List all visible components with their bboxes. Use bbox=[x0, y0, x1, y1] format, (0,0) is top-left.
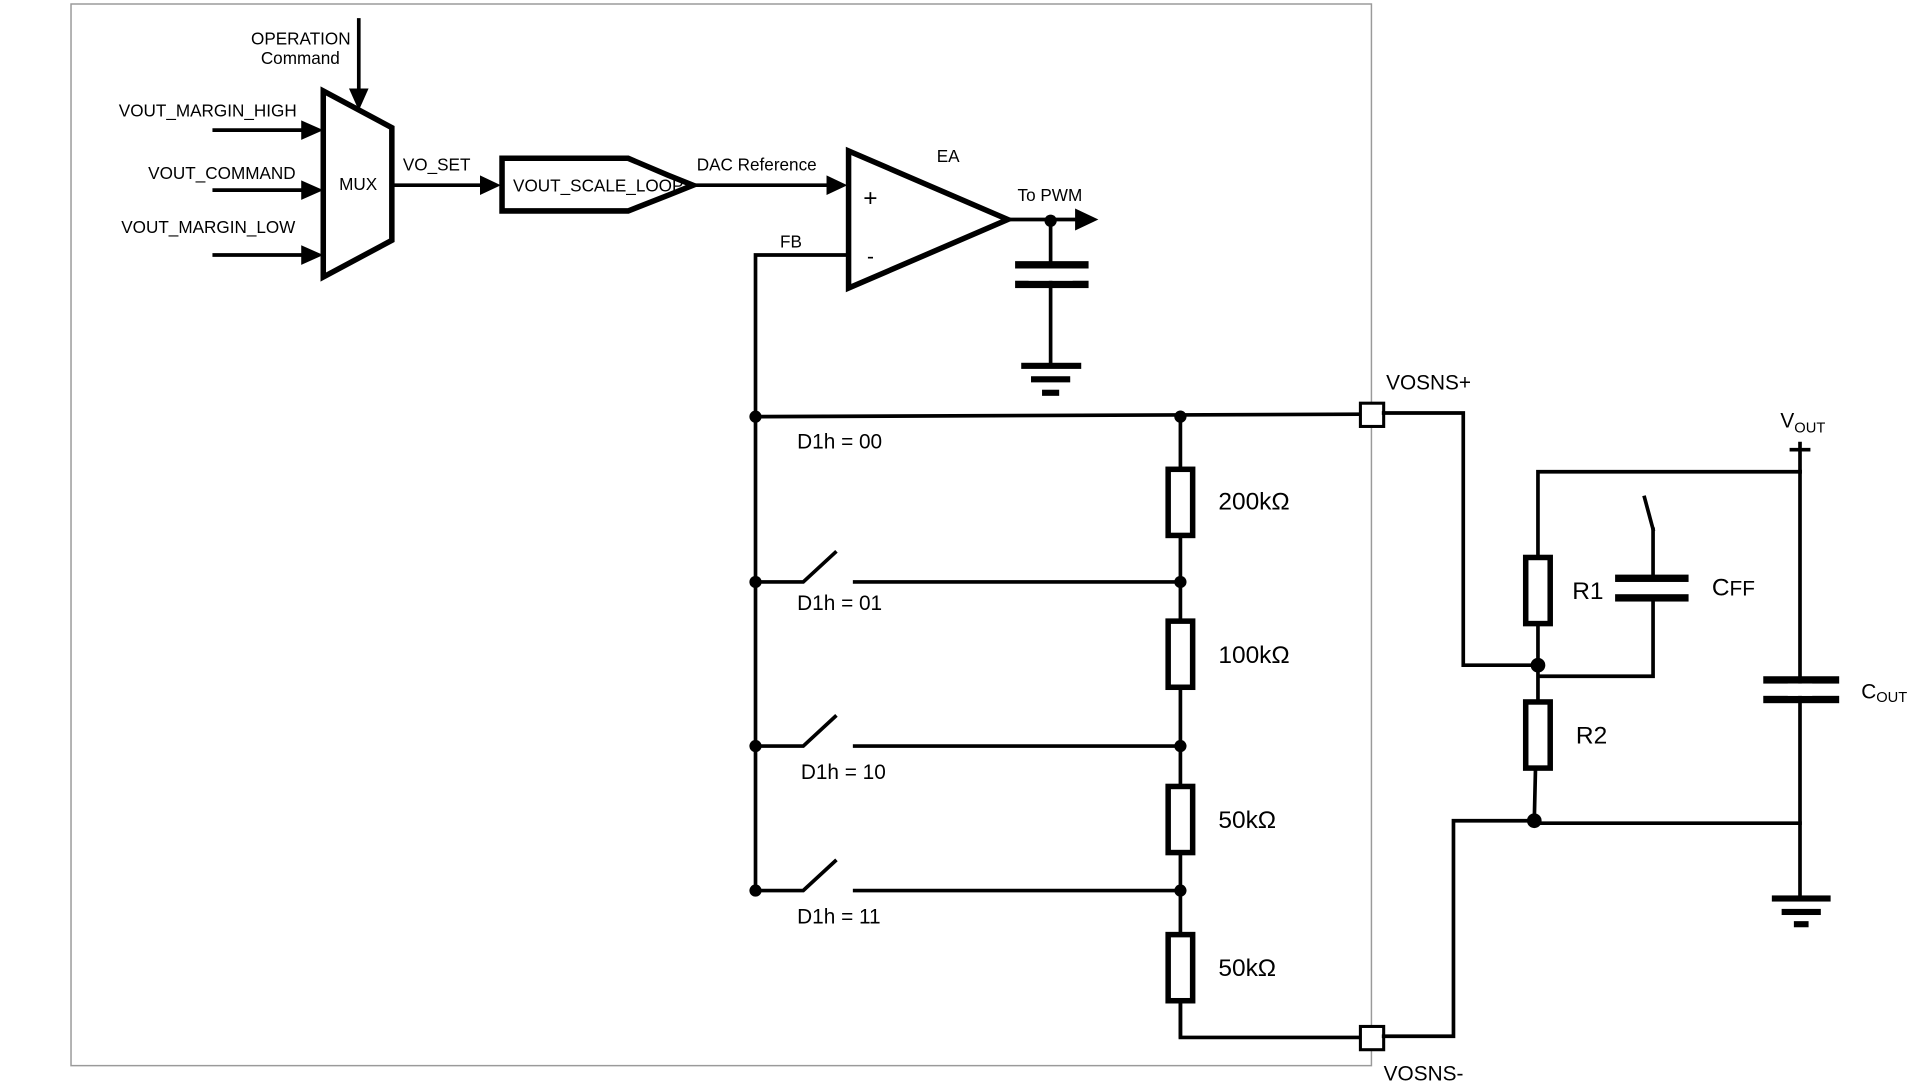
junction-dot bbox=[1174, 884, 1187, 897]
resistor-50k-a bbox=[1165, 783, 1196, 856]
junction-dot bbox=[1526, 813, 1542, 829]
dac-reference-arrow-icon bbox=[826, 175, 848, 196]
ic-boundary bbox=[70, 3, 1373, 1067]
r1-label: R1 bbox=[1572, 578, 1603, 605]
vosns-minus-pin bbox=[1358, 1024, 1386, 1052]
mux-input-margin-high-label: VOUT_MARGIN_HIGH bbox=[119, 101, 297, 121]
cff-sub: FF bbox=[1730, 577, 1755, 600]
ea-plus-sign: + bbox=[863, 185, 877, 212]
cff-bottom-wire bbox=[1538, 599, 1655, 679]
r2-bottom-wire bbox=[1532, 766, 1538, 823]
r2-label: R2 bbox=[1576, 723, 1607, 750]
resistor-200k bbox=[1165, 466, 1196, 539]
fb-wire bbox=[753, 253, 851, 893]
switch-label-01: D1h = 01 bbox=[797, 592, 882, 615]
mux-label: MUX bbox=[339, 174, 378, 194]
mux-input-command-label: VOUT_COMMAND bbox=[148, 163, 295, 183]
cout-plate bbox=[1763, 676, 1840, 684]
ground-icon bbox=[1021, 362, 1082, 396]
operation-label: OPERATION bbox=[251, 28, 351, 48]
ground-icon bbox=[1771, 895, 1831, 928]
cff-plate bbox=[1615, 574, 1689, 582]
mux-input-margin-low-label: VOUT_MARGIN_LOW bbox=[121, 217, 296, 237]
resistor-200k-label: 200kΩ bbox=[1218, 489, 1289, 516]
to-pwm-label: To PWM bbox=[1018, 185, 1083, 205]
to-pwm-arrow-icon bbox=[1075, 208, 1099, 231]
switch-label-10: D1h = 10 bbox=[801, 761, 886, 784]
operation-arrow-icon bbox=[348, 88, 369, 111]
operation-command-label: Command bbox=[261, 48, 340, 68]
fb-label: FB bbox=[780, 232, 802, 252]
switch-label-11: D1h = 11 bbox=[797, 906, 880, 929]
vout-scale-loop-label: VOUT_SCALE_LOOP bbox=[513, 175, 683, 195]
resistor-100k-label: 100kΩ bbox=[1218, 642, 1289, 669]
vo-set-arrow-icon bbox=[480, 175, 501, 196]
junction-dot bbox=[1530, 657, 1546, 673]
junction-dot bbox=[749, 410, 762, 423]
resistor-50k-b-label: 50kΩ bbox=[1218, 955, 1276, 982]
ea-label: EA bbox=[937, 146, 960, 166]
switch-10 bbox=[753, 714, 838, 748]
vosns-minus-wire bbox=[1178, 998, 1362, 1040]
comp-cap-plate bbox=[1015, 261, 1089, 269]
dac-reference-label: DAC Reference bbox=[697, 155, 817, 175]
vout-label: VOUT bbox=[1780, 410, 1825, 437]
vout-rail bbox=[1536, 469, 1802, 560]
vosns-plus-external-wire bbox=[1381, 411, 1540, 668]
resistor-r2 bbox=[1522, 699, 1553, 771]
cff-label: CFF bbox=[1712, 574, 1755, 601]
vo-set-label: VO_SET bbox=[403, 155, 471, 175]
vosns-minus-label: VOSNS- bbox=[1384, 1062, 1464, 1085]
cff-main: C bbox=[1712, 574, 1730, 601]
cout-label: COUT bbox=[1861, 680, 1907, 706]
switch-label-00: D1h = 00 bbox=[797, 430, 882, 453]
cout-plate bbox=[1763, 695, 1840, 704]
junction-dot bbox=[1174, 739, 1187, 753]
comp-cap-plate bbox=[1015, 280, 1089, 289]
cout-main: C bbox=[1861, 680, 1876, 703]
cap-gap bbox=[1028, 268, 1073, 281]
mux-input-arrow-icon bbox=[301, 120, 324, 140]
vout-main: V bbox=[1780, 410, 1794, 433]
cff-plate bbox=[1615, 594, 1689, 602]
ea-minus-sign: - bbox=[867, 246, 874, 269]
mux-input-arrow-icon bbox=[301, 180, 324, 200]
mux: MUX bbox=[320, 86, 395, 282]
vout-scale-loop-block: VOUT_SCALE_LOOP bbox=[499, 155, 701, 214]
cap-gap bbox=[1787, 683, 1813, 696]
mux-input-arrow-icon bbox=[301, 245, 324, 265]
resistor-r1 bbox=[1522, 554, 1553, 627]
error-amplifier: + - EA bbox=[845, 146, 1015, 293]
vosns-minus-external-wire bbox=[1381, 818, 1537, 1039]
vosns-plus-pin bbox=[1358, 401, 1386, 428]
cout-sub: OUT bbox=[1876, 690, 1907, 706]
resistor-50k-b bbox=[1165, 931, 1196, 1004]
switch-11 bbox=[753, 858, 838, 893]
junction-dot bbox=[1174, 575, 1187, 589]
resistor-100k bbox=[1165, 618, 1196, 691]
vosns-plus-rail bbox=[753, 412, 1362, 419]
vout-sub: OUT bbox=[1794, 421, 1825, 437]
resistor-50k-a-label: 50kΩ bbox=[1218, 807, 1276, 834]
switch-01 bbox=[753, 549, 838, 584]
vosns-plus-label: VOSNS+ bbox=[1386, 372, 1471, 395]
cff-switch bbox=[1642, 495, 1656, 532]
